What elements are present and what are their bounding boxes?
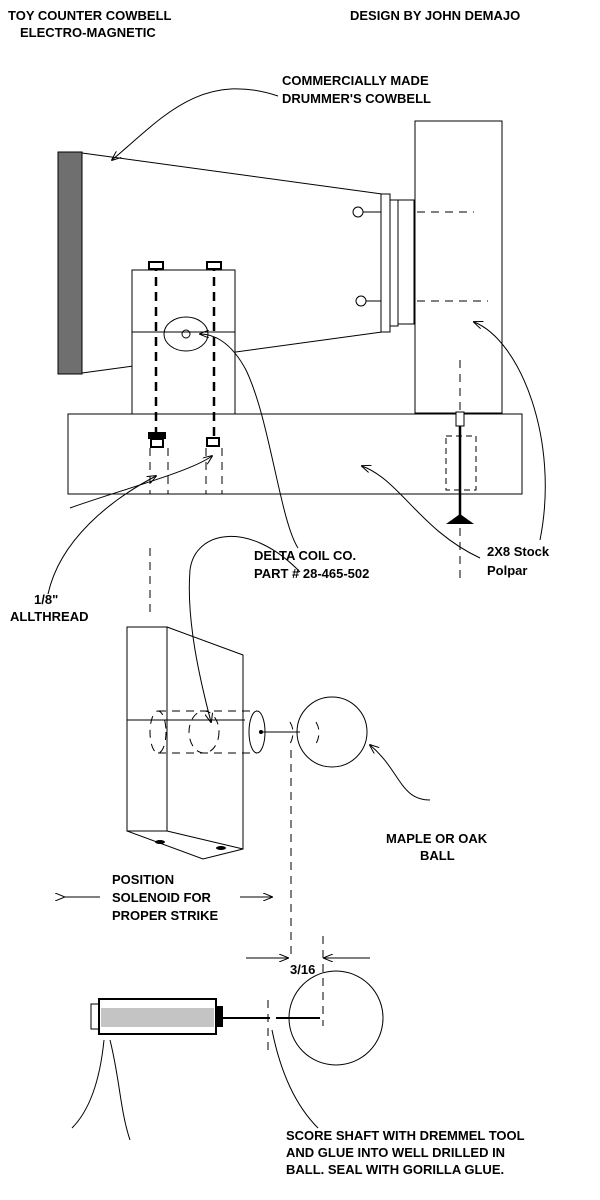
score-label-2: AND GLUE INTO WELL DRILLED IN [286, 1145, 505, 1160]
coil-block [131, 261, 236, 494]
title-line-1: TOY COUNTER COWBELL [8, 8, 172, 23]
stock-label-2: Polpar [487, 563, 527, 578]
score-label-1: SCORE SHAFT WITH DREMMEL TOOL [286, 1128, 525, 1143]
cowbell-label-1: COMMERCIALLY MADE [282, 73, 429, 88]
screw-head [446, 514, 474, 524]
cowbell-mouth [57, 151, 83, 375]
allthread-label-2: ALLTHREAD [10, 609, 88, 624]
ball-bottom [288, 970, 384, 1066]
solenoid-bottom [90, 998, 320, 1050]
base-board [67, 411, 523, 578]
gap-label: 3/16 [290, 962, 315, 977]
design-credit: DESIGN BY JOHN DEMAJO [350, 8, 520, 23]
score-label-3: BALL. SEAL WITH GORILLA GLUE. [286, 1162, 504, 1177]
stock-label-1: 2X8 Stock [487, 544, 550, 559]
upright-post [414, 120, 503, 414]
solenoid-mount-block [126, 626, 245, 860]
coil-label-2: PART # 28-465-502 [254, 566, 369, 581]
position-label-3: PROPER STRIKE [112, 908, 219, 923]
cowbell [57, 151, 415, 375]
coil-label-1: DELTA COIL CO. [254, 548, 356, 563]
ball-label-2: BALL [420, 848, 455, 863]
allthread-label-1: 1/8" [34, 592, 58, 607]
solenoid-dashed [149, 710, 300, 754]
position-label-2: SOLENOID FOR [112, 890, 212, 905]
ball-label-1: MAPLE OR OAK [386, 831, 488, 846]
title-line-2: ELECTRO-MAGNETIC [20, 25, 156, 40]
cowbell-label-2: DRUMMER'S COWBELL [282, 91, 431, 106]
ball-side [289, 696, 368, 960]
position-label-1: POSITION [112, 872, 174, 887]
